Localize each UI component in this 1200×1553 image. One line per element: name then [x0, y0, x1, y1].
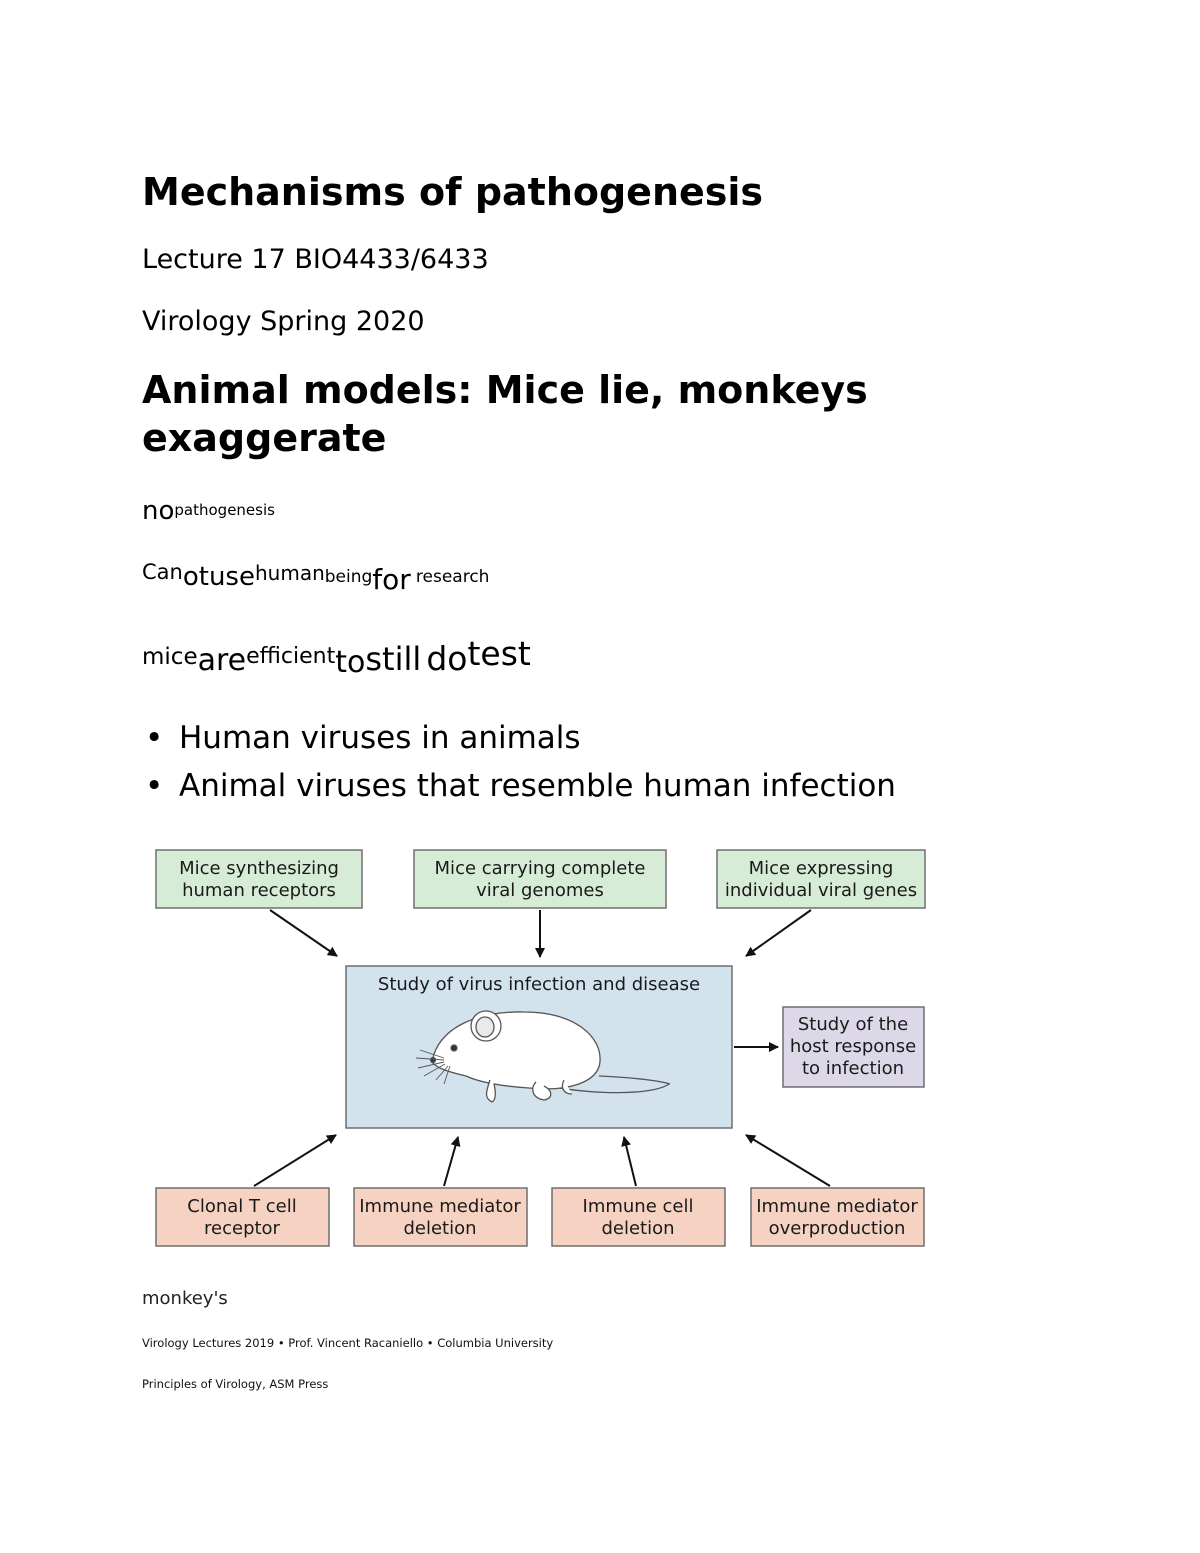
note-word: research	[415, 567, 490, 587]
arrow-icon	[745, 1134, 831, 1187]
bullet-icon: •	[145, 720, 164, 756]
note-word: being	[324, 567, 373, 587]
box-label: deletion	[403, 1218, 476, 1239]
bullet-item: • Animal viruses that resemble human infe…	[142, 762, 896, 810]
note-word: pathogenesis	[174, 501, 275, 519]
caption: monkey's	[142, 1288, 228, 1309]
bottom-box: Immune mediator deletion	[353, 1187, 528, 1247]
handwritten-note-1: nopathogenesis	[142, 496, 275, 526]
box-label: human receptors	[182, 880, 336, 901]
note-word: use	[208, 562, 255, 592]
note-word: to	[335, 645, 366, 680]
mouse-icon	[415, 1010, 671, 1103]
box-label: Clonal T cell	[187, 1196, 296, 1217]
handwritten-note-2: Canotusehumanbeingfor research	[142, 560, 489, 596]
top-box: Mice carrying complete viral genomes	[413, 849, 667, 909]
arrow-icon	[269, 909, 338, 957]
bottom-box: Clonal T cell receptor	[155, 1187, 330, 1247]
note-word: still	[365, 640, 422, 678]
note-word: mice	[142, 644, 198, 670]
animal-models-diagram: Mice synthesizing human receptors Mice c…	[144, 836, 944, 1268]
footer-source: Principles of Virology, ASM Press	[142, 1377, 329, 1391]
box-label: deletion	[601, 1218, 674, 1239]
arrow-icon	[745, 909, 812, 957]
page-title: Mechanisms of pathogenesis	[142, 170, 764, 214]
note-word: do	[426, 639, 468, 678]
note-word: are	[197, 643, 247, 678]
box-label: overproduction	[769, 1218, 906, 1239]
box-label: Mice synthesizing	[179, 858, 339, 879]
bullet-icon: •	[145, 768, 164, 804]
center-box: Study of virus infection and disease	[345, 965, 733, 1129]
box-label: to infection	[802, 1058, 904, 1079]
note-word: for	[372, 563, 411, 596]
box-label: host response	[790, 1036, 916, 1057]
box-label: receptor	[204, 1218, 281, 1239]
box-label: Mice carrying complete	[435, 858, 646, 879]
note-word: Can	[142, 560, 183, 584]
box-label: viral genomes	[476, 880, 604, 901]
box-label: Immune cell	[583, 1196, 694, 1217]
lecture-line: Lecture 17 BIO4433/6433	[142, 244, 489, 275]
top-box: Mice expressing individual viral genes	[716, 849, 926, 909]
note-word: test	[467, 634, 531, 673]
bullet-text: Human viruses in animals	[179, 720, 581, 756]
center-label: Study of virus infection and disease	[378, 974, 700, 995]
bullet-list: • Human viruses in animals • Animal viruse…	[142, 714, 896, 810]
note-word: human	[254, 561, 325, 585]
box-label: Study of the	[798, 1014, 908, 1035]
arrow-icon	[621, 1136, 637, 1187]
footer-credit: Virology Lectures 2019 • Prof. Vincent R…	[142, 1336, 554, 1350]
arrows	[253, 909, 831, 1187]
note-word: efficient	[246, 644, 336, 669]
top-box: Mice synthesizing human receptors	[155, 849, 363, 909]
section-heading: Animal models: Mice lie, monkeys exagger…	[142, 368, 868, 460]
box-label: Immune mediator	[756, 1196, 918, 1217]
right-box: Study of the host response to infection	[782, 1006, 925, 1088]
arrow-icon	[443, 1136, 461, 1187]
handwritten-note-3: miceareefficienttostill dotest	[142, 634, 531, 680]
box-label: Immune mediator	[359, 1196, 521, 1217]
bottom-box: Immune mediator overproduction	[750, 1187, 925, 1247]
box-label: Mice expressing	[749, 858, 894, 879]
course-line: Virology Spring 2020	[142, 306, 425, 337]
note-word: no	[142, 496, 175, 526]
note-word: ot	[182, 562, 209, 592]
arrow-icon	[253, 1134, 337, 1187]
box-label: individual viral genes	[725, 880, 917, 901]
bullet-text: Animal viruses that resemble human infec…	[179, 768, 896, 804]
bullet-item: • Human viruses in animals	[142, 714, 896, 762]
bottom-box: Immune cell deletion	[551, 1187, 726, 1247]
